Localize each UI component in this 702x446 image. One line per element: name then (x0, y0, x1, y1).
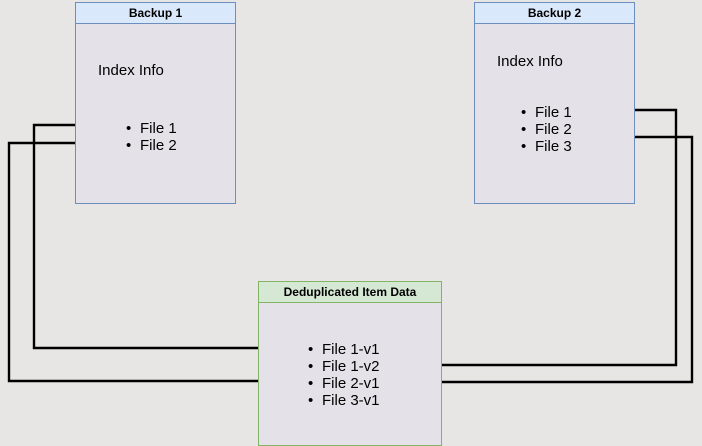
backup-1-file-list: File 1 File 2 (124, 120, 177, 154)
deduplicated-item-data-node[interactable]: Deduplicated Item Data File 1-v1 File 1-… (258, 281, 442, 446)
list-item: File 2-v1 (306, 375, 380, 392)
deduplicated-item-list: File 1-v1 File 1-v2 File 2-v1 File 3-v1 (306, 341, 380, 409)
backup-1-title: Backup 1 (76, 3, 235, 24)
deduplicated-item-data-title: Deduplicated Item Data (259, 282, 441, 303)
list-item: File 2 (519, 121, 572, 138)
list-item: File 2 (124, 137, 177, 154)
backup-1-node[interactable]: Backup 1 Index Info File 1 File 2 (75, 2, 236, 204)
list-item: File 3-v1 (306, 392, 380, 409)
list-item: File 3 (519, 138, 572, 155)
backup-1-index-label: Index Info (98, 62, 164, 79)
list-item: File 1 (124, 120, 177, 137)
list-item: File 1 (519, 104, 572, 121)
list-item: File 1-v1 (306, 341, 380, 358)
list-item: File 1-v2 (306, 358, 380, 375)
backup-2-file-list: File 1 File 2 File 3 (519, 104, 572, 155)
backup-2-title: Backup 2 (475, 3, 634, 24)
backup-2-index-label: Index Info (497, 53, 563, 70)
backup-2-node[interactable]: Backup 2 Index Info File 1 File 2 File 3 (474, 2, 635, 204)
